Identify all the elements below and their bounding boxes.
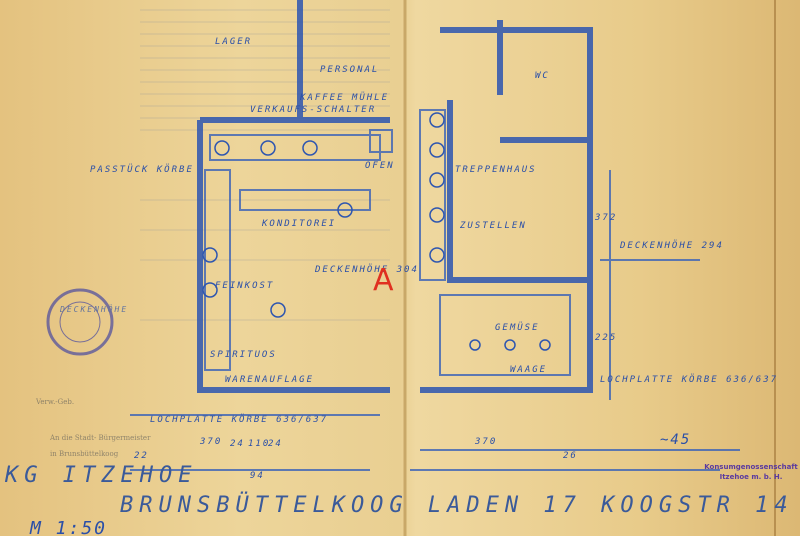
printed-label: in Brunsbüttelkoog <box>50 450 119 458</box>
project-location: BRUNSBÜTTELKOOG LADEN 17 KOOGSTR 14 <box>120 492 794 518</box>
ceiling-height-right: DECKENHÖHE 294 <box>619 240 724 251</box>
round-stamp-text: DECKENHÖHE <box>59 304 128 314</box>
dimension: 26 <box>563 451 578 461</box>
walls <box>197 0 593 393</box>
dimension: 370 <box>199 437 222 447</box>
room-label-feinkost: FEINKOST <box>215 281 274 291</box>
fixtures <box>130 109 740 471</box>
room-label-zustellen: ZUSTELLEN <box>459 221 527 231</box>
room-label-treppenhaus: TREPPENHAUS <box>455 165 537 175</box>
client-name: KG ITZEHOE <box>4 463 197 488</box>
purple-stamp: Konsumgenossenschaft Itzehoe m. b. H. <box>704 463 798 481</box>
room-label-konditorei: KONDITOREI <box>261 219 336 229</box>
printed-label: Verw.-Geb. <box>35 398 74 406</box>
room-label-lager: LAGER <box>215 37 252 47</box>
room-label-waage: WAAGE <box>510 365 547 375</box>
printed-label: An die Stadt- Bürgermeister <box>49 434 151 442</box>
dimension: 22 <box>134 451 149 461</box>
room-label-ofen: OFEN <box>365 161 395 171</box>
lochplatte-right: LOCHPLATTE KÖRBE 636/637 <box>600 374 778 385</box>
dimension: 370 <box>474 437 497 447</box>
room-label-personal: PERSONAL <box>320 65 379 75</box>
lochplatte-left: LOCHPLATTE KÖRBE 636/637 <box>150 414 328 425</box>
red-mark: A <box>373 263 394 298</box>
dimension: 225 <box>595 333 617 343</box>
room-label-kaffee-muehle: KAFFEE MÜHLE <box>299 92 389 103</box>
ceiling-height-mid: DECKENHÖHE 304 <box>314 264 419 275</box>
dimension: 24 <box>268 439 283 449</box>
dimension: 24 <box>230 439 245 449</box>
room-label-wc: WC <box>535 71 550 81</box>
round-stamp: DECKENHÖHE <box>46 288 128 356</box>
scale-label: M 1:50 <box>29 518 107 536</box>
printed-form-lines <box>140 9 390 321</box>
room-label-gemuese: GEMÜSE <box>495 322 540 333</box>
room-label-verkaufsschalter: VERKAUFS-SCHALTER <box>250 105 376 115</box>
fixture-circles <box>202 112 551 351</box>
dimension: 94 <box>250 471 265 481</box>
room-label-spirituos: SPIRITUOS <box>210 350 277 360</box>
room-label-warenauflage: WARENAUFLAGE <box>225 375 314 385</box>
room-label-passtueck: PASSTÜCK KÖRBE <box>90 164 194 175</box>
dimension: 372 <box>594 213 617 223</box>
dimension: 110 <box>248 439 270 449</box>
dimension: ~45 <box>660 432 691 448</box>
